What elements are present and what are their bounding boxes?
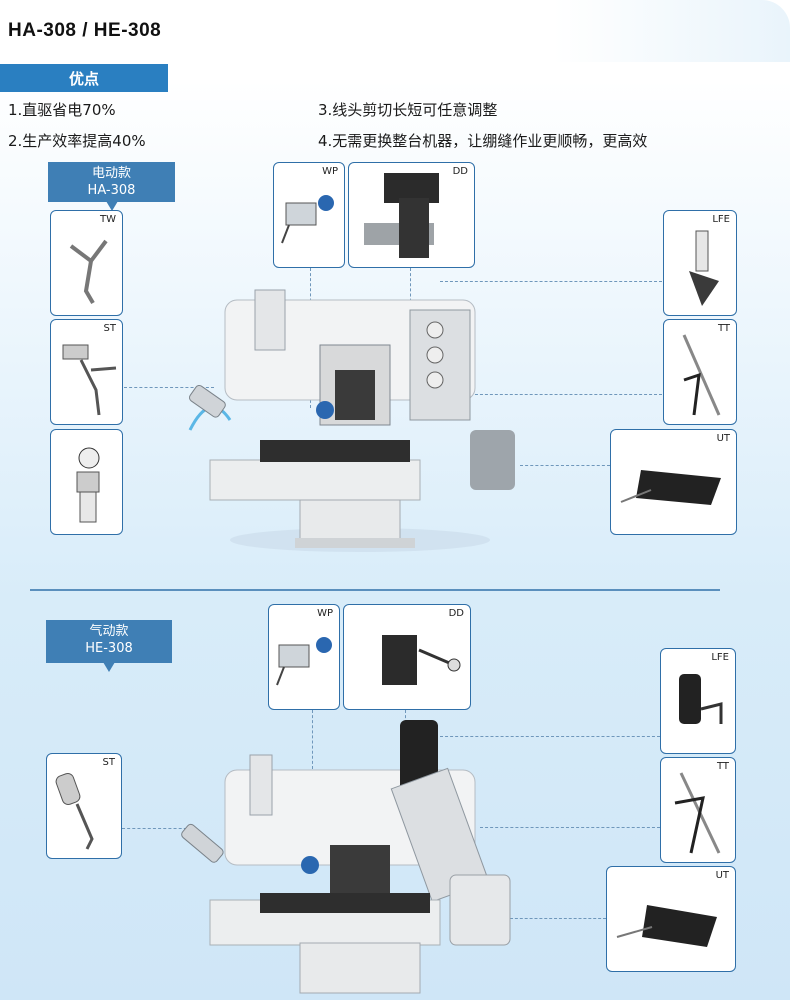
wp-icon [276, 637, 332, 686]
connector-line [124, 387, 214, 388]
st-icon [55, 773, 94, 850]
part-wp-box: WP [268, 604, 340, 710]
connector-line [480, 827, 660, 828]
advantage-point-2: 2.生产效率提高40% [8, 132, 146, 150]
lfe-icon [689, 230, 719, 306]
part-tw-box: TW [50, 210, 123, 316]
part-label: ST [103, 323, 116, 334]
model-b-type: 气动款 [89, 624, 129, 639]
part-lfe-box: LFE [663, 210, 737, 316]
connector-line [440, 736, 660, 737]
part-label: LFE [711, 652, 729, 663]
lfe-icon [679, 674, 723, 724]
part-label: LFE [712, 214, 730, 225]
tw-icon [69, 239, 108, 305]
dd-icon [382, 635, 461, 685]
advantage-point-1: 1.直驱省电70% [8, 101, 116, 119]
machine-illustration [181, 720, 511, 994]
part-label: DD [448, 608, 464, 619]
part-tt-box: TT [663, 319, 737, 425]
connector-line [440, 281, 662, 282]
section-divider [30, 589, 720, 591]
part-label: WP [322, 166, 338, 177]
part-st-box: ST [46, 753, 122, 859]
model-a-callout: 电动款 HA-308 [48, 162, 175, 211]
ut-icon [620, 470, 721, 505]
part-filter-box [50, 429, 123, 535]
tt-icon [682, 334, 721, 416]
part-label: UT [716, 433, 730, 444]
part-lfe-box: LFE [660, 648, 736, 754]
part-dd-box: DD [348, 162, 475, 268]
connector-line [122, 828, 192, 829]
advantage-point-3: 3.线头剪切长短可任意调整 [318, 101, 498, 119]
ut-icon [616, 905, 717, 947]
model-a-type: 电动款 [91, 166, 131, 181]
wp-icon [281, 195, 334, 244]
part-ut-box: UT [610, 429, 737, 535]
model-a-name: HA-308 [87, 183, 136, 198]
part-wp-box: WP [273, 162, 345, 268]
part-label: ST [102, 757, 115, 768]
part-label: TW [100, 214, 116, 225]
part-label: TT [716, 761, 729, 772]
header-background [0, 0, 790, 62]
part-label: DD [452, 166, 468, 177]
st-icon [62, 344, 117, 416]
part-st-box: ST [50, 319, 123, 425]
advantages-header: 优点 [0, 64, 168, 92]
model-b-name: HE-308 [85, 641, 133, 656]
part-dd-box: DD [343, 604, 471, 710]
tt-icon [674, 772, 721, 854]
part-ut-box: UT [606, 866, 736, 972]
part-label: UT [715, 870, 729, 881]
machine-illustration [188, 289, 515, 552]
advantage-point-4: 4.无需更换整台机器，让绷缝作业更顺畅，更高效 [318, 132, 648, 150]
part-label: WP [317, 608, 333, 619]
page-title: HA-308 / HE-308 [8, 20, 162, 41]
connector-line [520, 465, 610, 466]
connector-line [470, 394, 662, 395]
connector-line [510, 918, 606, 919]
model-b-callout: 气动款 HE-308 [46, 620, 172, 672]
dd-icon [364, 173, 439, 258]
air-filter-icon [76, 447, 100, 523]
part-tt-box: TT [660, 757, 736, 863]
part-label: TT [717, 323, 730, 334]
